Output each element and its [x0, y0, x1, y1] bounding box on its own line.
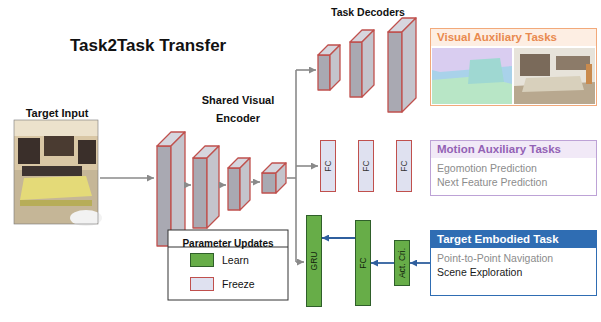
encoder-block	[193, 158, 207, 228]
normals-image	[432, 48, 512, 104]
task-item: Egomotion Prediction	[431, 158, 596, 175]
layer-block: Act. Cri.	[394, 240, 410, 286]
target-input-photo	[14, 120, 102, 226]
encoder-block	[171, 132, 185, 246]
task-item: Point-to-Point Navigation	[431, 248, 596, 265]
encoder-block	[276, 163, 286, 193]
panel-heading: Target Embodied Task	[431, 231, 596, 248]
target-input-photo	[70, 210, 102, 226]
target-input-photo	[14, 120, 98, 136]
legend-row: Learn	[190, 253, 249, 267]
target-input-photo	[20, 200, 92, 206]
label-holder: Target Input	[12, 103, 102, 121]
feature-arrow	[186, 184, 191, 186]
target-input-photo	[14, 120, 98, 224]
label-holder: Parameter Updates	[168, 233, 288, 251]
scene-render-image	[586, 64, 592, 84]
panel-heading: Visual Auxiliary Tasks	[431, 29, 596, 46]
scene-render-image	[522, 76, 584, 92]
decoder-block	[330, 45, 340, 90]
layer-label: FC	[358, 257, 368, 268]
gradient-arrow	[322, 237, 355, 239]
target-input-photo	[20, 176, 92, 200]
legend-frame	[168, 230, 288, 300]
target-input-photo	[18, 138, 40, 164]
encoder-block	[228, 168, 240, 210]
feature-arrow	[296, 261, 304, 263]
feature-arrow	[100, 177, 154, 179]
layer-label: FC	[323, 160, 333, 171]
normals-image	[432, 48, 512, 104]
label-holder: Shared Visual Encoder	[196, 90, 280, 126]
decoder-block	[350, 42, 362, 97]
task-panel: Motion Auxiliary TasksEgomotion Predicti…	[430, 140, 597, 196]
scene-render-image	[520, 54, 550, 76]
task-panel: Visual Auxiliary Tasks	[430, 28, 597, 106]
layer-label: FC	[361, 160, 371, 171]
decoder-block	[402, 18, 416, 112]
layer-block: FC	[355, 220, 371, 306]
diagram-title: Task2Task Transfer	[70, 36, 226, 55]
legend-text: Freeze	[222, 278, 255, 290]
layer-label: FC	[399, 160, 409, 171]
target-input-photo	[14, 120, 98, 224]
legend-sample	[190, 277, 214, 291]
encoder-block	[207, 146, 219, 228]
target-input-photo	[22, 166, 82, 176]
layer-block: GRU	[306, 215, 322, 307]
decoder-block	[388, 32, 402, 112]
scene-render-image	[514, 48, 595, 104]
part-label: Task Decoders	[331, 6, 405, 18]
part-label: Shared Visual Encoder	[202, 94, 275, 124]
target-input-photo	[44, 136, 74, 156]
decoder-block	[362, 30, 374, 97]
legend-frame	[168, 230, 288, 300]
layer-block: FC	[320, 140, 336, 192]
normals-image	[468, 58, 504, 84]
layer-label: Act. Cri.	[397, 248, 407, 278]
title-holder: Task2Task Transfer	[70, 36, 226, 56]
legend-text: Learn	[222, 254, 249, 266]
feature-arrow	[296, 69, 316, 71]
encoder-block	[157, 132, 286, 246]
panel-heading: Motion Auxiliary Tasks	[431, 141, 596, 158]
feature-arrow	[287, 177, 296, 179]
encoder-block	[240, 158, 250, 210]
label-holder: Task Decoders	[318, 2, 418, 20]
feature-arrow	[220, 184, 226, 186]
target-input-photo	[78, 140, 96, 164]
scene-render-image	[556, 56, 590, 70]
decoder-block	[318, 18, 416, 112]
decoder-block	[318, 55, 330, 90]
part-label: Parameter Updates	[182, 238, 273, 249]
part-label: Target Input	[26, 107, 89, 119]
task-panel: Target Embodied TaskPoint-to-Point Navig…	[430, 230, 597, 296]
encoder-block	[262, 173, 276, 193]
scene-render-image	[514, 48, 595, 104]
layer-block: FC	[396, 140, 412, 192]
legend-swatch	[190, 253, 214, 267]
layer-block: FC	[358, 140, 374, 192]
task-item: Scene Exploration	[431, 265, 596, 279]
gradient-arrow	[371, 262, 394, 264]
feature-arrow	[296, 165, 318, 167]
feature-arrow	[251, 181, 260, 183]
task-item: Next Feature Prediction	[431, 175, 596, 189]
layer-label: GRU	[309, 252, 319, 271]
legend-row: Freeze	[190, 277, 255, 291]
gradient-arrow	[410, 262, 430, 264]
